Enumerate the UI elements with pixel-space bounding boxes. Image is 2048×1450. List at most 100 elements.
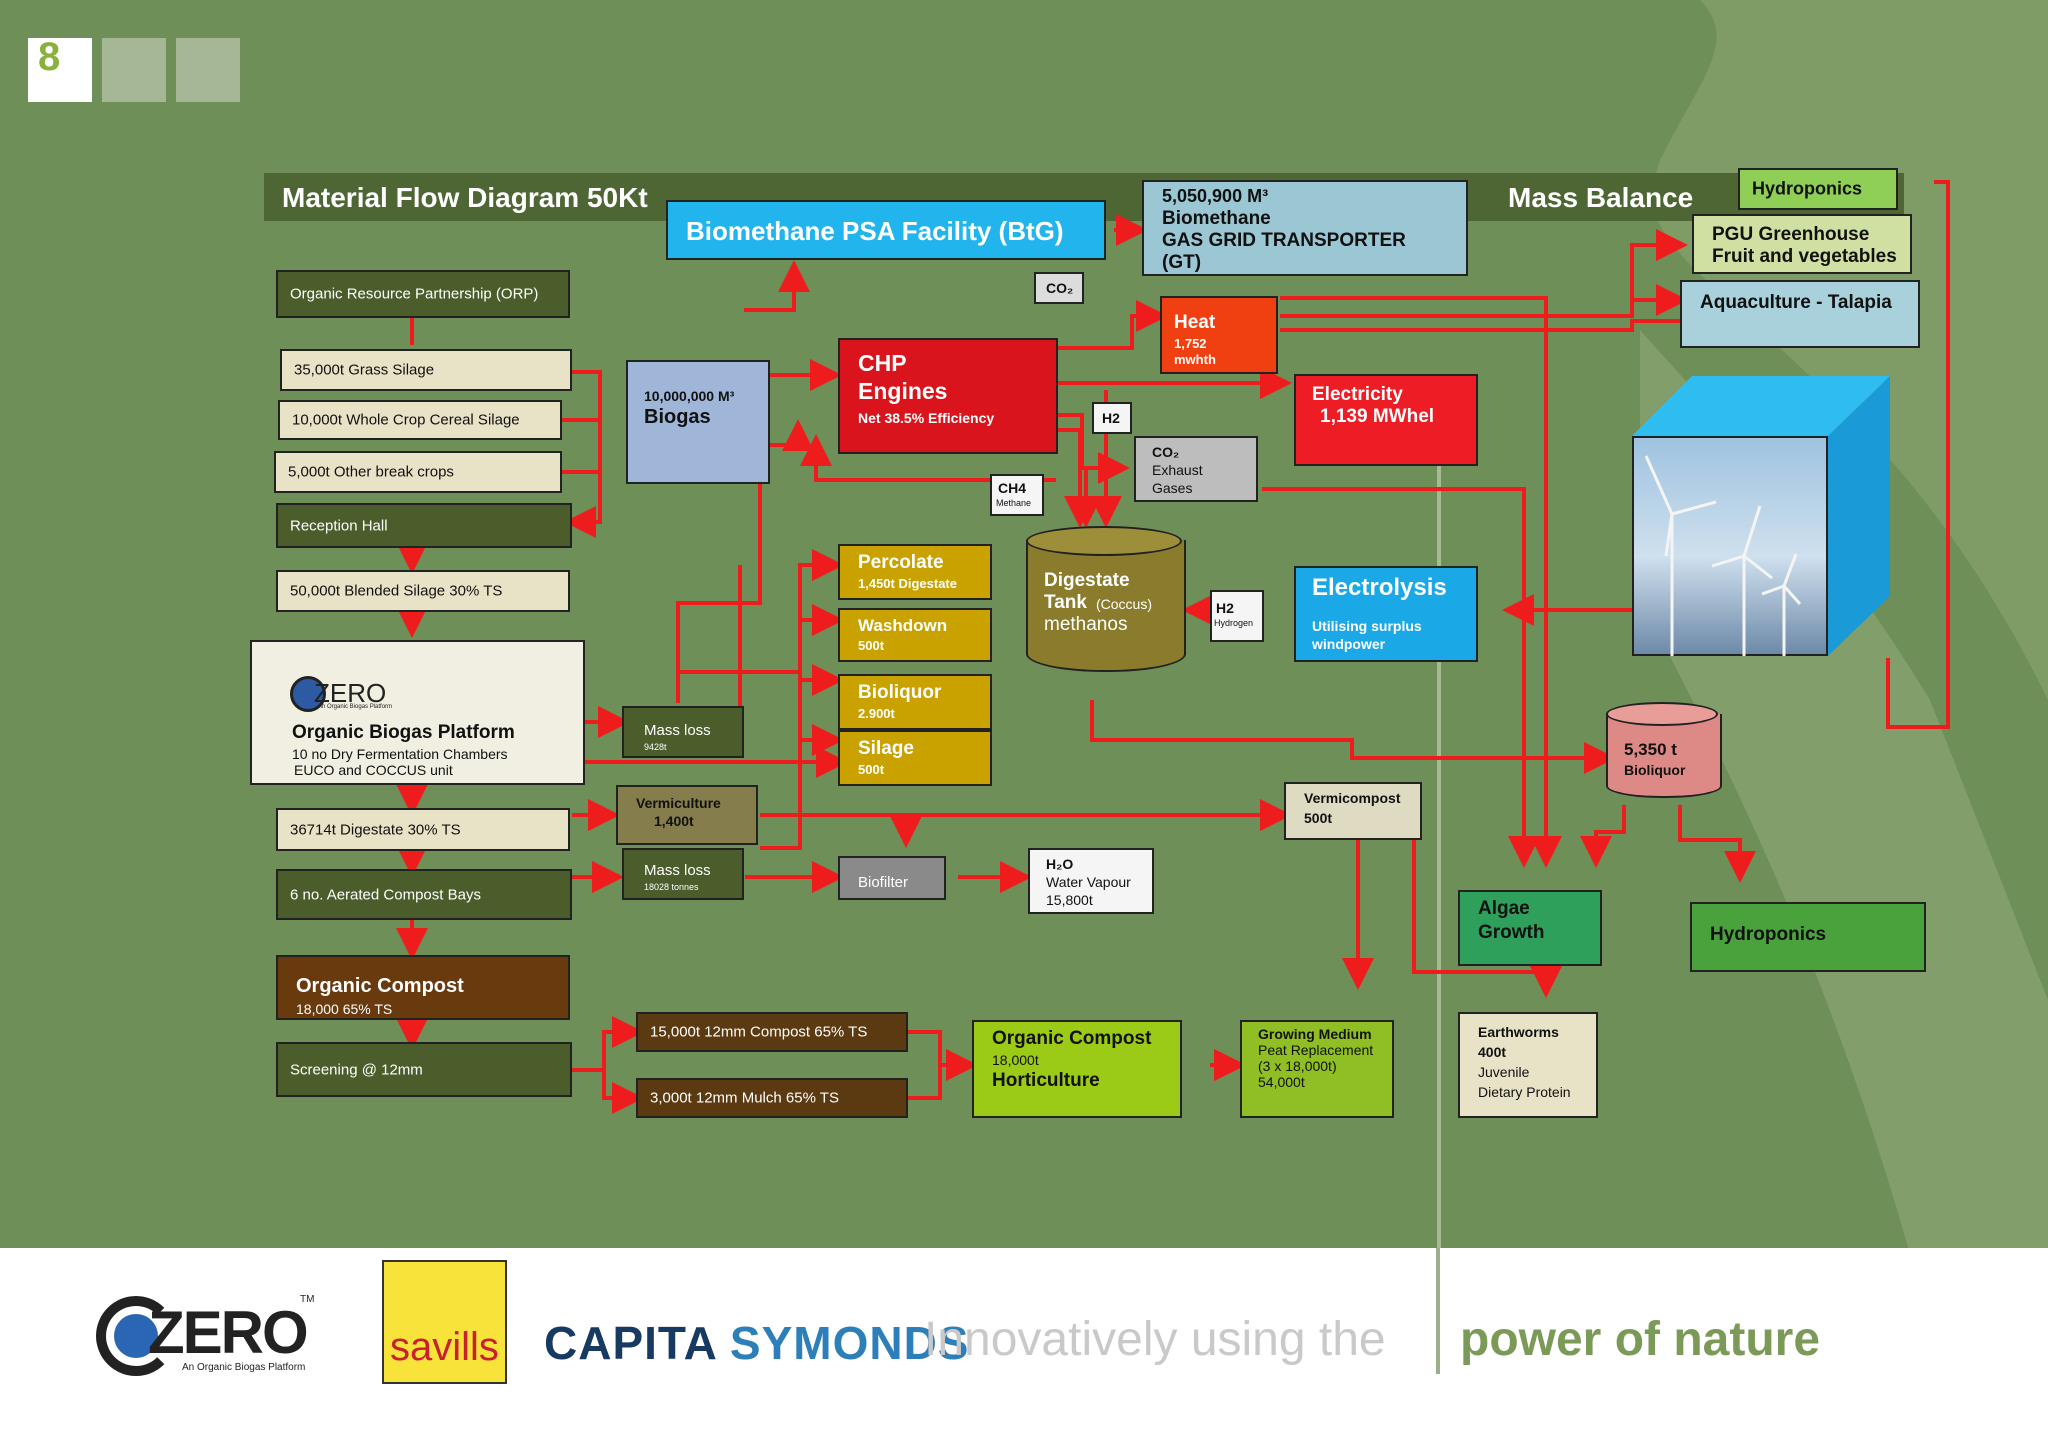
co2-exhaust-box[interactable]: CO₂ Exhaust Gases bbox=[1134, 436, 1258, 502]
electrolysis-box[interactable]: Electrolysis Utilising surplus windpower bbox=[1294, 566, 1478, 662]
earthworms-line2: 400t bbox=[1478, 1044, 1507, 1060]
co2-label: CO₂ bbox=[1046, 280, 1074, 296]
organic-compost-horticulture-box[interactable]: Organic Compost 18,000t Horticulture bbox=[972, 1020, 1182, 1118]
blended-silage-box[interactable]: 50,000t Blended Silage 30% TS bbox=[276, 570, 570, 612]
h2-box[interactable]: H2 bbox=[1092, 402, 1132, 434]
hydrogen-title: H2 bbox=[1216, 600, 1234, 616]
mass-loss-1-box[interactable]: Mass loss 9428t bbox=[622, 706, 744, 758]
ch4-box[interactable]: CH4 Methane bbox=[990, 474, 1044, 516]
compost-15000-box[interactable]: 15,000t 12mm Compost 65% TS bbox=[636, 1012, 908, 1052]
turbine-icon bbox=[1644, 455, 1802, 656]
gas-grid-box[interactable]: 5,050,900 M³ Biomethane GAS GRID TRANSPO… bbox=[1142, 180, 1468, 276]
earthworms-line4: Dietary Protein bbox=[1478, 1084, 1571, 1100]
cereal-silage-box[interactable]: 10,000t Whole Crop Cereal Silage bbox=[278, 400, 562, 440]
water-vapour-title: H₂O bbox=[1046, 856, 1074, 872]
reception-hall-label: Reception Hall bbox=[290, 516, 388, 534]
hydroponics-top-box[interactable]: Hydroponics bbox=[1738, 168, 1898, 210]
pgu-line1: PGU Greenhouse bbox=[1712, 224, 1870, 245]
page-number: 8 bbox=[38, 35, 61, 79]
bioliquor-box[interactable]: Bioliquor 2.900t bbox=[838, 674, 992, 730]
mass-loss-2-box[interactable]: Mass loss 18028 tonnes bbox=[622, 848, 744, 900]
electrolysis-line3: windpower bbox=[1312, 636, 1386, 652]
growing-title: Growing Medium bbox=[1258, 1026, 1372, 1042]
growing-medium-box[interactable]: Growing Medium Peat Replacement (3 x 18,… bbox=[1240, 1020, 1394, 1118]
bioliquor-cylinder[interactable]: 5,350 t Bioliquor bbox=[1606, 702, 1722, 808]
electrolysis-title: Electrolysis bbox=[1312, 574, 1447, 601]
gas-grid-line3: GAS GRID TRANSPORTER bbox=[1162, 230, 1406, 251]
break-crops-box[interactable]: 5,000t Other break crops bbox=[274, 451, 562, 493]
hydroponics-bottom-label: Hydroponics bbox=[1710, 924, 1827, 945]
chp-line1: CHP bbox=[858, 350, 907, 376]
organic-compost-title: Organic Compost bbox=[296, 975, 464, 997]
ch4-title: CH4 bbox=[998, 480, 1027, 496]
grass-silage-label: 35,000t Grass Silage bbox=[294, 361, 435, 379]
tank-line3: methanos bbox=[1044, 614, 1128, 635]
earthworms-line1: Earthworms bbox=[1478, 1024, 1559, 1040]
grass-silage-box[interactable]: 35,000t Grass Silage bbox=[280, 349, 572, 391]
silage-box[interactable]: Silage 500t bbox=[838, 730, 992, 786]
ch4-sub: Methane bbox=[996, 498, 1032, 508]
digestate-tank[interactable]: Digestate Tank (Coccus) methanos bbox=[1026, 526, 1186, 686]
biogas-box[interactable]: 10,000,000 M³ Biogas bbox=[626, 360, 770, 484]
aerated-compost-label: 6 no. Aerated Compost Bays bbox=[290, 885, 481, 903]
hydrogen-box[interactable]: H2 Hydrogen bbox=[1210, 590, 1264, 642]
page-indicator[interactable]: 8 bbox=[28, 35, 92, 102]
co2-exhaust-line2: Exhaust bbox=[1152, 462, 1203, 478]
washdown-box[interactable]: Washdown 500t bbox=[838, 608, 992, 662]
hydrogen-sub: Hydrogen bbox=[1214, 618, 1254, 628]
vermicompost-box[interactable]: Vermicompost 500t bbox=[1284, 782, 1422, 840]
percolate-box[interactable]: Percolate 1,450t Digestate bbox=[838, 544, 992, 600]
biofilter-label: Biofilter bbox=[858, 874, 909, 891]
break-crops-label: 5,000t Other break crops bbox=[288, 463, 454, 481]
gas-grid-line4: (GT) bbox=[1162, 252, 1202, 273]
pgu-line2: Fruit and vegetables bbox=[1712, 246, 1897, 267]
page-nav-square[interactable] bbox=[176, 38, 240, 102]
biofilter-box[interactable]: Biofilter bbox=[838, 856, 946, 900]
water-vapour-box[interactable]: H₂O Water Vapour 15,800t bbox=[1028, 848, 1154, 914]
digestate-label: 36714t Digestate 30% TS bbox=[290, 820, 461, 838]
reception-hall-box[interactable]: Reception Hall bbox=[276, 503, 572, 548]
cereal-silage-label: 10,000t Whole Crop Cereal Silage bbox=[292, 411, 520, 429]
czero-tm: TM bbox=[300, 1294, 315, 1305]
algae-line1: Algae bbox=[1478, 898, 1530, 919]
digestate-box[interactable]: 36714t Digestate 30% TS bbox=[276, 808, 570, 851]
organic-compost-box[interactable]: Organic Compost 18,000 65% TS bbox=[276, 955, 570, 1020]
capita-word: CAPITA bbox=[544, 1317, 717, 1369]
tank-line1: Digestate bbox=[1044, 570, 1130, 591]
compost-15000-label: 15,000t 12mm Compost 65% TS bbox=[650, 1023, 868, 1041]
hydroponics-bottom-box[interactable]: Hydroponics bbox=[1690, 902, 1926, 972]
silage-sub: 500t bbox=[858, 762, 885, 777]
algae-growth-box[interactable]: Algae Growth bbox=[1458, 890, 1602, 966]
organic-biogas-platform[interactable]: ZERO An Organic Biogas Platform Organic … bbox=[250, 640, 585, 785]
page-nav-square[interactable] bbox=[102, 38, 166, 102]
aquaculture-box[interactable]: Aquaculture - Talapia bbox=[1680, 280, 1920, 348]
tagline-part2: power of nature bbox=[1460, 1313, 1821, 1366]
vermiculture-box[interactable]: Vermiculture 1,400t bbox=[616, 785, 758, 845]
washdown-sub: 500t bbox=[858, 638, 885, 653]
bioliquor-cyl-sub: Bioliquor bbox=[1624, 762, 1686, 778]
biomethane-psa-box[interactable]: Biomethane PSA Facility (BtG) bbox=[666, 200, 1106, 260]
tagline-part1: Innovatively using the bbox=[924, 1313, 1386, 1366]
co2-exhaust-line1: CO₂ bbox=[1152, 444, 1180, 460]
organic-compost-2-line3: Horticulture bbox=[992, 1070, 1100, 1091]
pgu-greenhouse-box[interactable]: PGU Greenhouse Fruit and vegetables bbox=[1692, 214, 1912, 274]
earthworms-line3: Juvenile bbox=[1478, 1064, 1530, 1080]
capita-symonds-logo: CAPITA SYMONDS bbox=[544, 1316, 969, 1370]
blended-silage-label: 50,000t Blended Silage 30% TS bbox=[290, 582, 503, 600]
screening-box[interactable]: Screening @ 12mm bbox=[276, 1042, 572, 1097]
earthworms-box[interactable]: Earthworms 400t Juvenile Dietary Protein bbox=[1458, 1012, 1598, 1118]
mulch-3000-label: 3,000t 12mm Mulch 65% TS bbox=[650, 1089, 839, 1107]
co2-box[interactable]: CO₂ bbox=[1034, 272, 1084, 304]
growing-line3: (3 x 18,000t) bbox=[1258, 1058, 1337, 1074]
chp-engines-box[interactable]: CHP Engines Net 38.5% Efficiency bbox=[838, 338, 1058, 454]
electricity-box[interactable]: Electricity 1,139 MWhel bbox=[1294, 374, 1478, 466]
heat-line2: 1,752 bbox=[1174, 336, 1207, 351]
mulch-3000-box[interactable]: 3,000t 12mm Mulch 65% TS bbox=[636, 1078, 908, 1118]
algae-line2: Growth bbox=[1478, 922, 1545, 943]
aerated-compost-box[interactable]: 6 no. Aerated Compost Bays bbox=[276, 869, 572, 920]
heat-box[interactable]: Heat 1,752 mwhth bbox=[1160, 296, 1278, 374]
orp-box[interactable]: Organic Resource Partnership (ORP) bbox=[276, 270, 570, 318]
co2-exhaust-line3: Gases bbox=[1152, 480, 1193, 496]
footer-band bbox=[0, 1248, 2048, 1450]
